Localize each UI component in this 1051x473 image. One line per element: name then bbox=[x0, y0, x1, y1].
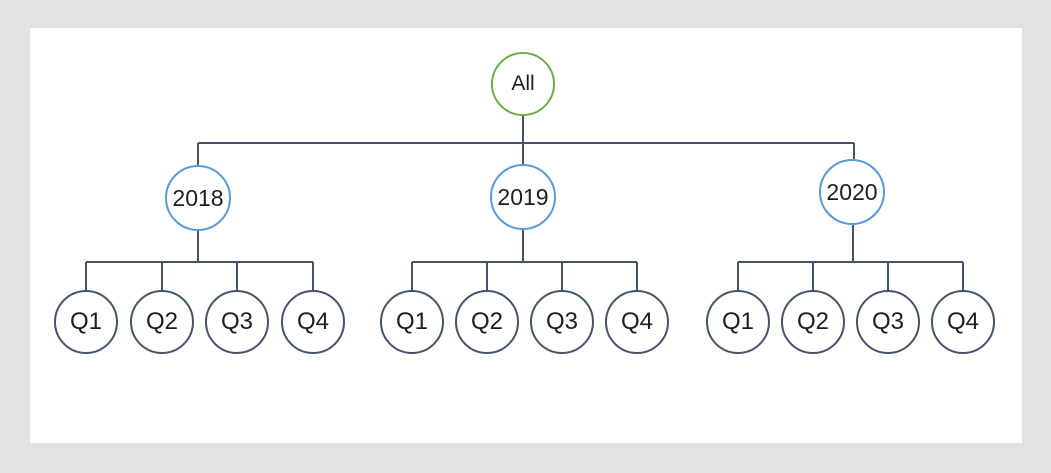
node-2020-q2[interactable]: Q2 bbox=[781, 290, 845, 354]
node-2020-q3[interactable]: Q3 bbox=[856, 290, 920, 354]
node-2018[interactable]: 2018 bbox=[165, 165, 231, 231]
node-2019[interactable]: 2019 bbox=[490, 164, 556, 230]
connector-2018-q4 bbox=[312, 262, 314, 290]
node-2019-q2[interactable]: Q2 bbox=[455, 290, 519, 354]
connector-2018-q3 bbox=[236, 262, 238, 290]
node-2018-q4-label: Q4 bbox=[296, 308, 329, 335]
node-2018-q3-label: Q3 bbox=[220, 308, 253, 335]
connector-2020-rail bbox=[738, 261, 963, 263]
node-2020-q2-label: Q2 bbox=[796, 308, 829, 335]
node-2020-q4[interactable]: Q4 bbox=[931, 290, 995, 354]
node-2018-q1[interactable]: Q1 bbox=[54, 290, 118, 354]
connector-2019-q4 bbox=[636, 262, 638, 290]
connector-2018-q2 bbox=[161, 262, 163, 290]
node-2020-label: 2020 bbox=[826, 178, 878, 205]
slide-canvas: All 2018 2019 2020 Q1 Q2 Q3 Q4 Q1 Q2 bbox=[30, 28, 1022, 443]
node-2018-q2-label: Q2 bbox=[145, 308, 178, 335]
node-2019-q1[interactable]: Q1 bbox=[380, 290, 444, 354]
connector-2019-rail bbox=[412, 261, 637, 263]
node-2020-q3-label: Q3 bbox=[871, 308, 904, 335]
node-2019-q2-label: Q2 bbox=[470, 308, 503, 335]
node-2018-q4[interactable]: Q4 bbox=[281, 290, 345, 354]
connector-2019-q3 bbox=[561, 262, 563, 290]
connector-2020-q4 bbox=[962, 262, 964, 290]
node-all[interactable]: All bbox=[491, 52, 555, 116]
node-2019-q4[interactable]: Q4 bbox=[605, 290, 669, 354]
node-2020-q1-label: Q1 bbox=[721, 308, 754, 335]
connector-2018-stem bbox=[197, 231, 199, 262]
node-2019-q4-label: Q4 bbox=[620, 308, 653, 335]
connector-2020-q1 bbox=[737, 262, 739, 290]
connector-2019-q1 bbox=[411, 262, 413, 290]
connector-2020-q3 bbox=[887, 262, 889, 290]
connector-root-stem bbox=[522, 116, 524, 143]
connector-2019-stem bbox=[522, 230, 524, 262]
connector-2018-rail bbox=[86, 261, 313, 263]
connector-2020-stem bbox=[852, 225, 854, 262]
node-2019-label: 2019 bbox=[497, 183, 549, 210]
connector-to-2018 bbox=[197, 143, 199, 165]
connector-2020-q2 bbox=[812, 262, 814, 290]
node-all-label: All bbox=[511, 72, 535, 95]
node-2018-q2[interactable]: Q2 bbox=[130, 290, 194, 354]
node-2019-q1-label: Q1 bbox=[395, 308, 428, 335]
node-2020-q1[interactable]: Q1 bbox=[706, 290, 770, 354]
node-2020[interactable]: 2020 bbox=[819, 159, 885, 225]
node-2020-q4-label: Q4 bbox=[946, 308, 979, 335]
node-2018-q3[interactable]: Q3 bbox=[205, 290, 269, 354]
node-2018-q1-label: Q1 bbox=[69, 308, 102, 335]
connector-to-2020 bbox=[853, 143, 855, 159]
connector-2019-q2 bbox=[486, 262, 488, 290]
node-2019-q3-label: Q3 bbox=[545, 308, 578, 335]
connector-top-rail bbox=[198, 142, 854, 144]
connector-to-2019 bbox=[522, 143, 524, 164]
connector-2018-q1 bbox=[85, 262, 87, 290]
node-2019-q3[interactable]: Q3 bbox=[530, 290, 594, 354]
node-2018-label: 2018 bbox=[172, 184, 224, 211]
